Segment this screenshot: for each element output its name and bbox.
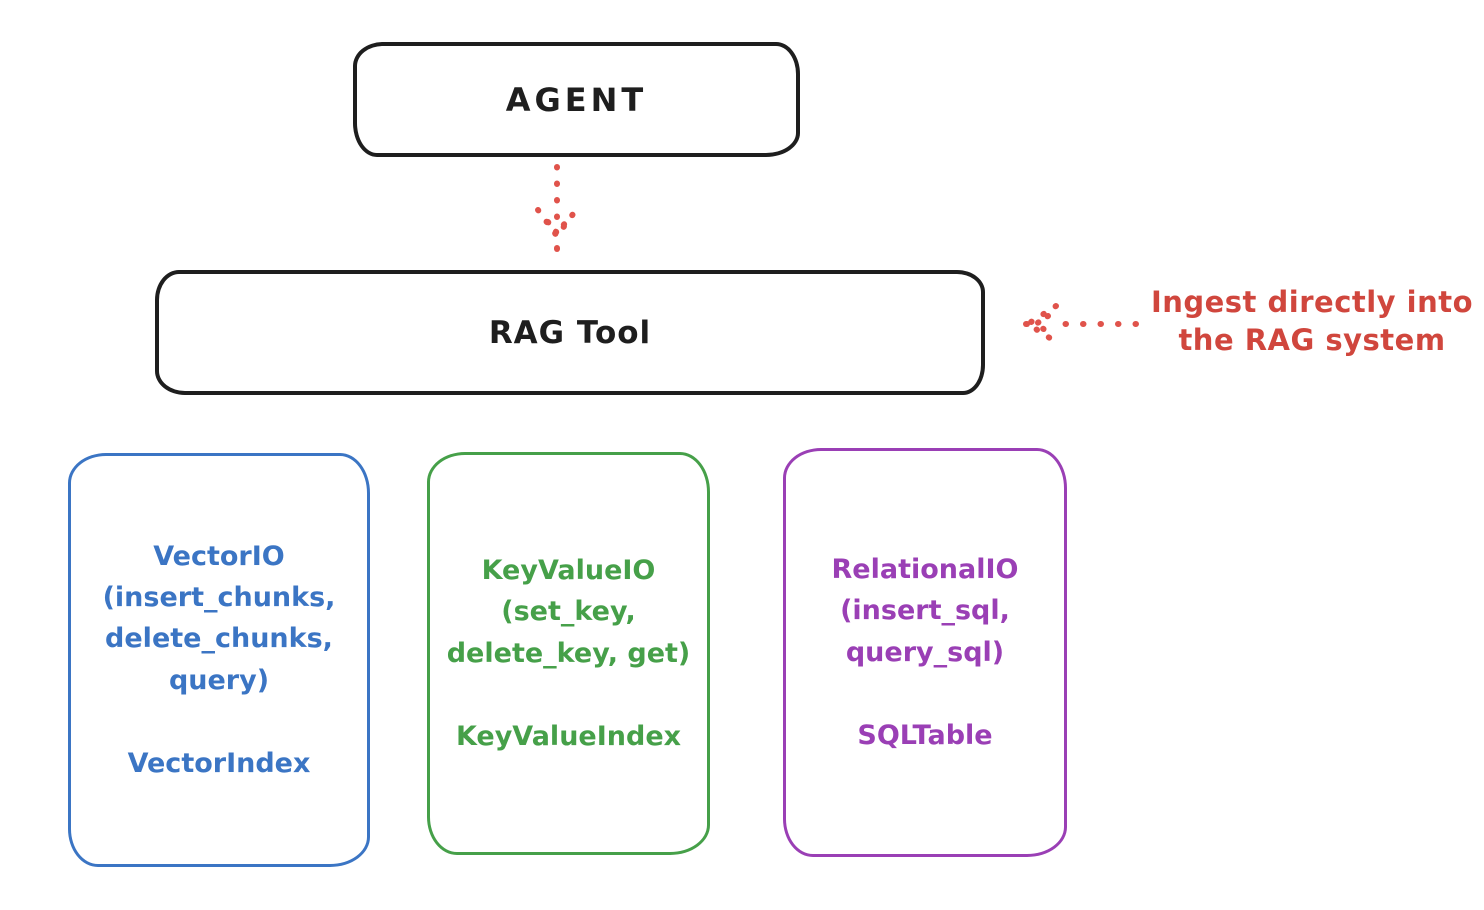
rag-tool-node: RAG Tool (155, 270, 985, 395)
agent-to-rag-arrow-icon (535, 164, 579, 252)
keyvalue-io-methods: KeyValueIO (set_key, delete_key, get) (446, 555, 691, 669)
relational-io-methods: RelationalIO (insert_sql, query_sql) (831, 554, 1019, 668)
ingest-annotation: Ingest directly into the RAG system (1150, 285, 1474, 358)
ingest-arrow-icon (1023, 303, 1139, 345)
agent-label: AGENT (505, 80, 648, 119)
vector-io-index: VectorIndex (127, 747, 311, 779)
vector-io-methods: VectorIO (insert_chunks, delete_chunks, … (102, 541, 336, 696)
vector-io-node: VectorIO (insert_chunks, delete_chunks, … (68, 453, 370, 867)
keyvalue-io-index: KeyValueIndex (455, 720, 682, 752)
relational-io-node: RelationalIO (insert_sql, query_sql) SQL… (783, 448, 1067, 857)
agent-node: AGENT (353, 42, 800, 157)
keyvalue-io-node: KeyValueIO (set_key, delete_key, get) Ke… (427, 452, 710, 855)
relational-io-index: SQLTable (857, 719, 993, 751)
rag-tool-label: RAG Tool (488, 314, 652, 351)
